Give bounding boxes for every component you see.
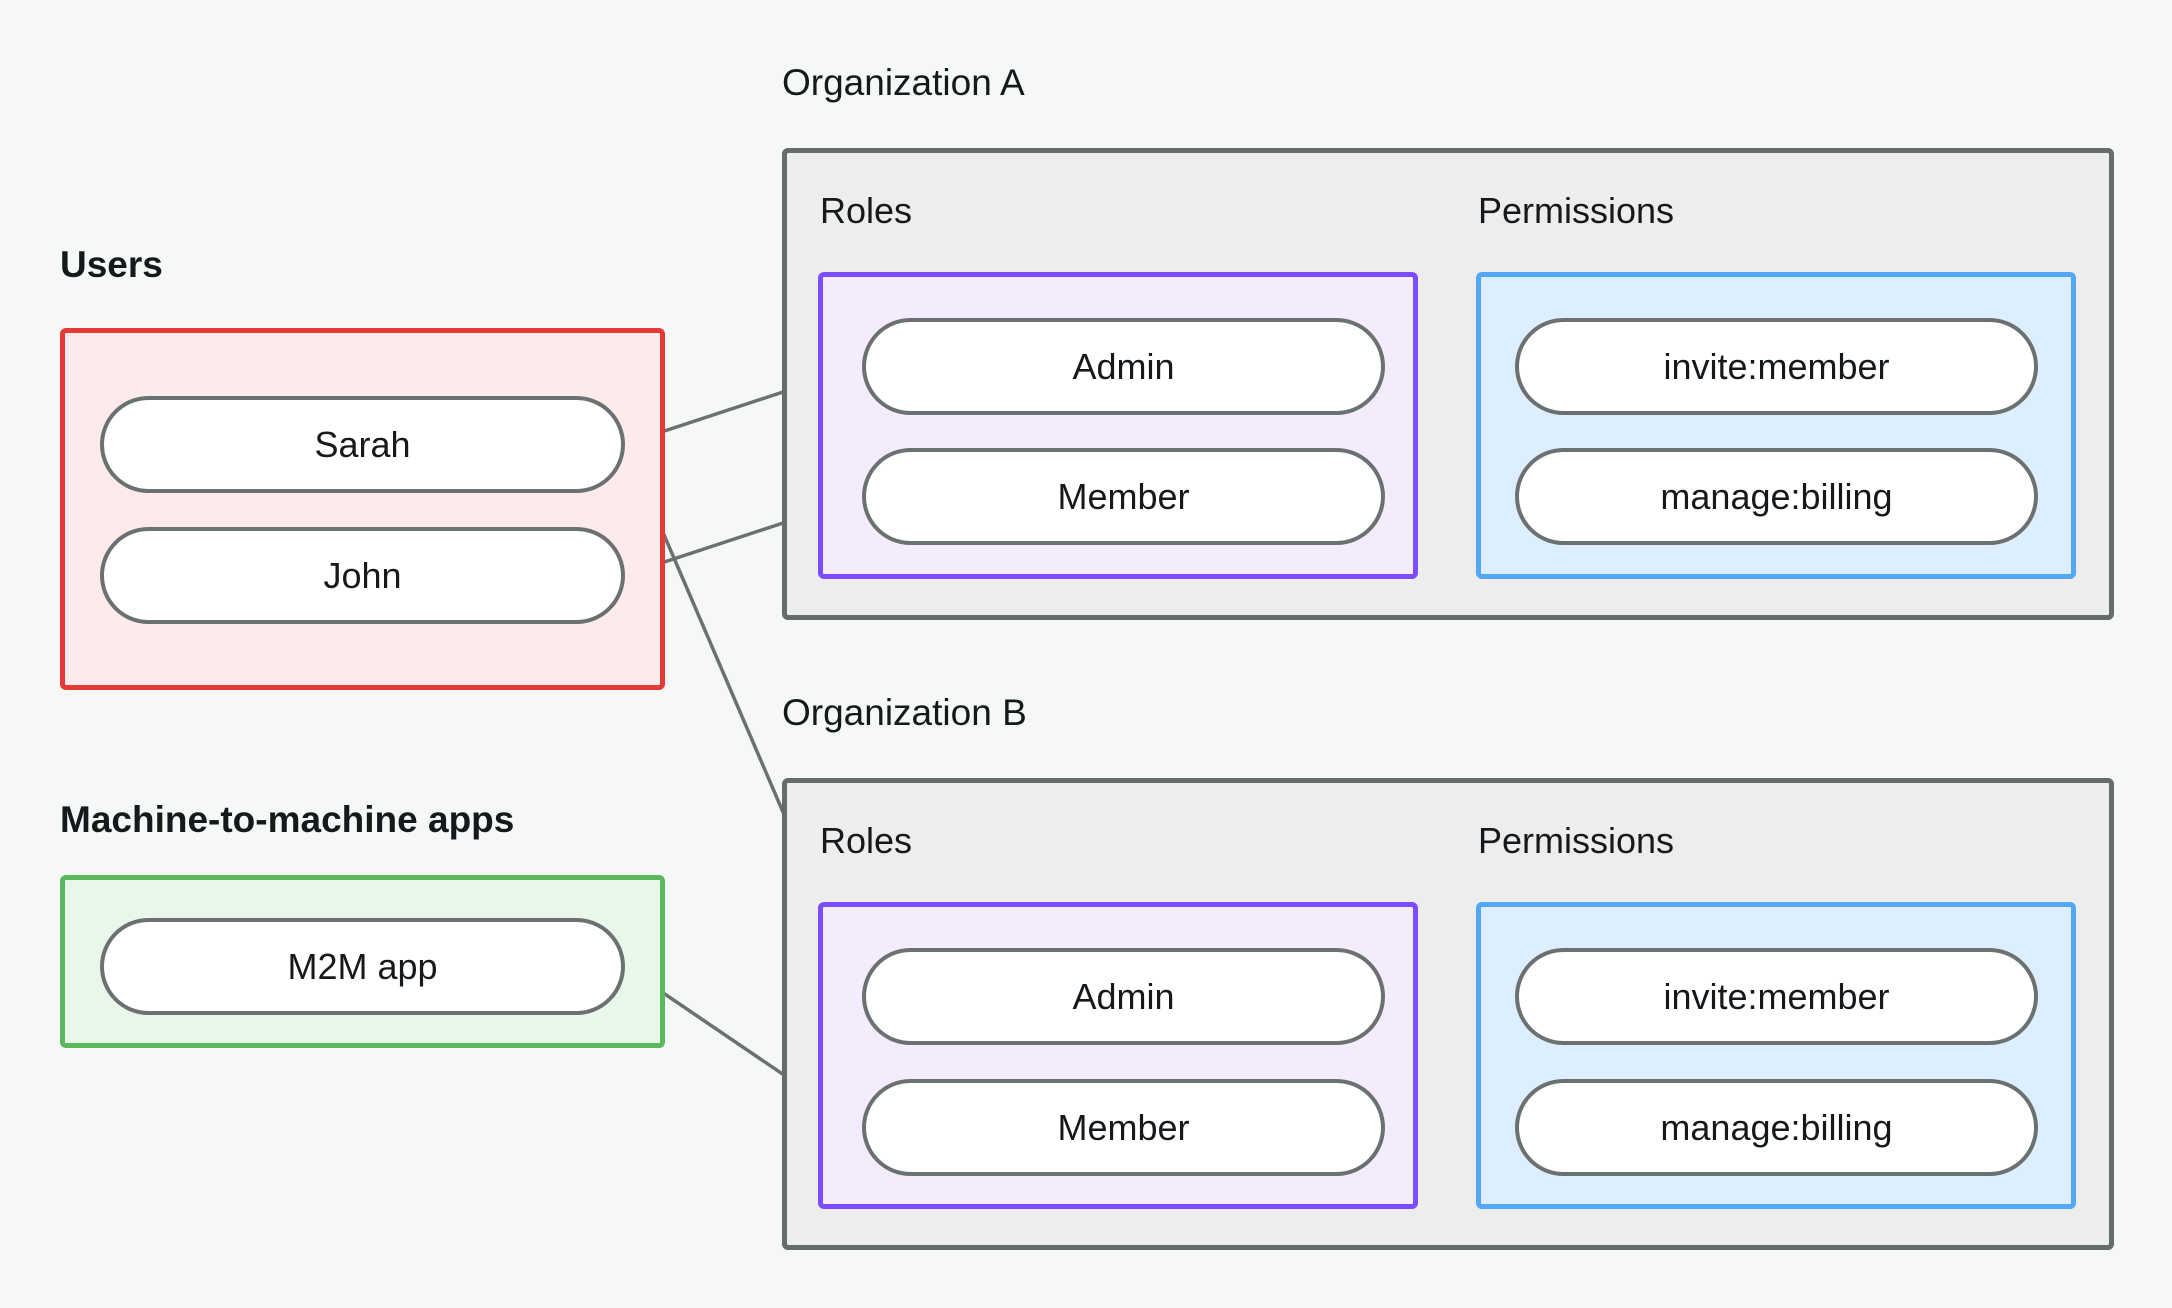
user-pill-john[interactable]: John (100, 527, 625, 624)
users-group-box (60, 328, 665, 690)
organization-a-roles-label: Roles (820, 190, 913, 231)
organization-b-role-pill-admin[interactable]: Admin (862, 948, 1385, 1045)
users-group-label: Users (60, 244, 163, 285)
organization-b-permission-pill-invite-member[interactable]: invite:member (1515, 948, 2038, 1045)
organization-a-role-pill-member[interactable]: Member (862, 448, 1385, 545)
organization-b-label: Organization B (782, 692, 1027, 733)
organization-a-role-pill-admin[interactable]: Admin (862, 318, 1385, 415)
organization-a-permissions-label: Permissions (1478, 190, 1675, 231)
organization-a-permission-pill-manage-billing[interactable]: manage:billing (1515, 448, 2038, 545)
organization-a-permission-pill-invite-member[interactable]: invite:member (1515, 318, 2038, 415)
organization-b-role-pill-member[interactable]: Member (862, 1079, 1385, 1176)
organization-a-label: Organization A (782, 62, 1025, 103)
organization-b-roles-label: Roles (820, 820, 913, 861)
organization-b-permission-pill-manage-billing[interactable]: manage:billing (1515, 1079, 2038, 1176)
organization-b-permissions-label: Permissions (1478, 820, 1675, 861)
m2m-group-label: Machine-to-machine apps (60, 799, 515, 840)
m2m-pill-app[interactable]: M2M app (100, 918, 625, 1015)
user-pill-sarah[interactable]: Sarah (100, 396, 625, 493)
